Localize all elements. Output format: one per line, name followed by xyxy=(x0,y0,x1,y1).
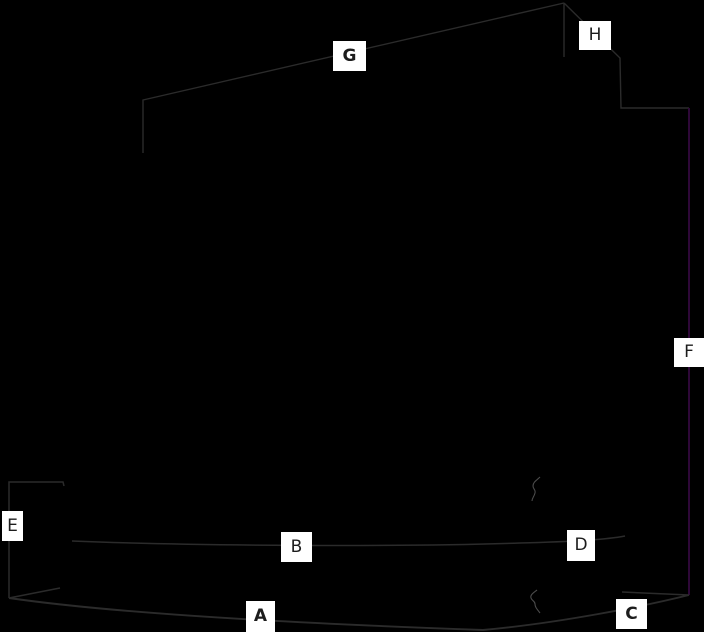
dimension-label-h: H xyxy=(579,21,611,50)
dimension-label-a: A xyxy=(246,601,275,632)
dimension-label-d: D xyxy=(567,530,595,561)
dimension-label-c: C xyxy=(616,599,647,629)
hem-line-B-D xyxy=(71,535,626,547)
bottom-right-edge-C xyxy=(482,594,690,631)
bottom-back-left-edge xyxy=(8,587,61,599)
bottom-back-right-edge xyxy=(621,591,690,596)
dimension-label-f: F xyxy=(674,338,704,367)
tie-squiggle-bottom xyxy=(530,589,541,614)
dimension-label-b: B xyxy=(281,532,312,562)
bottom-front-edge-A xyxy=(8,597,484,631)
dimension-label-g: G xyxy=(333,41,366,71)
dimension-label-e: E xyxy=(2,511,23,541)
top-right-step-edge-H xyxy=(563,2,689,109)
top-slope-edge-G xyxy=(142,2,565,153)
tie-squiggle-middle xyxy=(531,476,541,502)
